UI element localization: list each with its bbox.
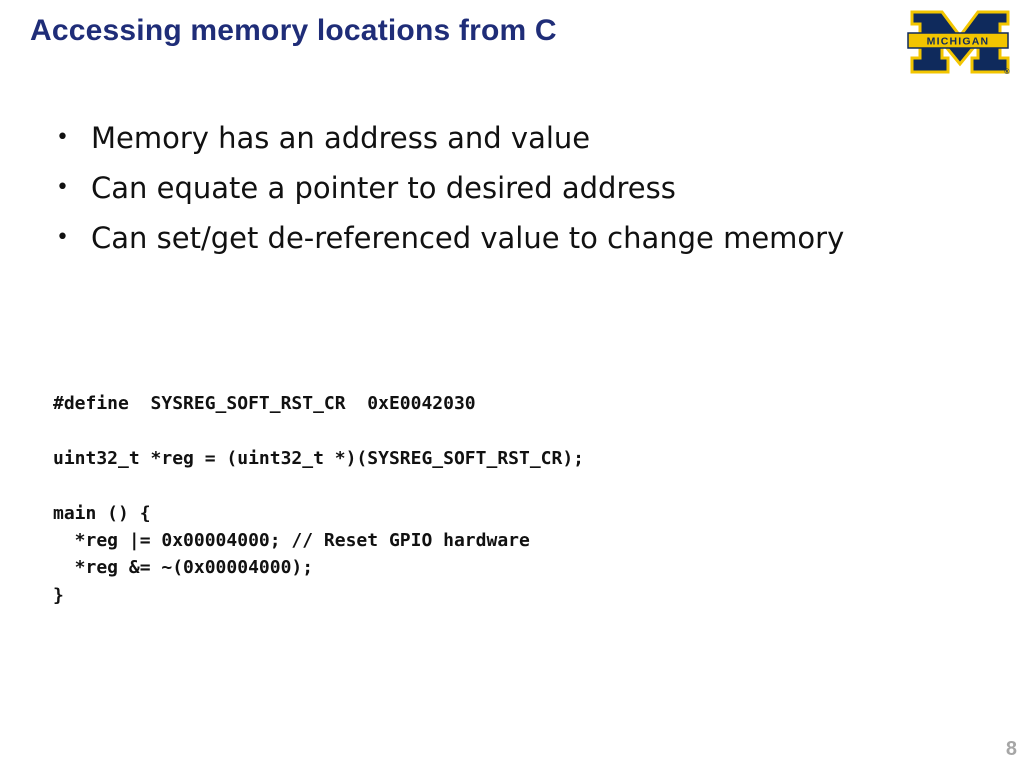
code-line [53,417,584,444]
bullet-item: • Can equate a pointer to desired addres… [56,166,844,216]
code-line: } [53,584,64,606]
code-line: *reg |= 0x00004000; // Reset GPIO hardwa… [53,529,530,551]
code-line: main () { [53,502,151,524]
logo-text: MICHIGAN [927,36,990,48]
bullet-symbol: • [56,175,69,200]
bullet-symbol: • [56,125,69,150]
page-number: 8 [1005,738,1017,760]
slide-title: Accessing memory locations from C [30,14,557,47]
bullet-text: Can set/get de-referenced value to chang… [91,221,845,255]
bullet-item: • Can set/get de-referenced value to cha… [56,216,844,266]
code-block: #define SYSREG_SOFT_RST_CR 0xE0042030 ui… [53,390,584,609]
registered-mark: ® [1004,68,1010,76]
bullet-symbol: • [56,225,69,250]
bullet-list: • Memory has an address and value • Can … [56,116,844,266]
michigan-logo: MICHIGAN ® [907,10,1010,76]
bullet-item: • Memory has an address and value [56,116,844,166]
code-line: #define SYSREG_SOFT_RST_CR 0xE0042030 [53,393,476,414]
code-line: uint32_t *reg = (uint32_t *)(SYSREG_SOFT… [53,447,585,469]
code-line [53,472,584,499]
bullet-text: Can equate a pointer to desired address [91,171,676,205]
logo-banner [907,32,1009,49]
bullet-text: Memory has an address and value [91,121,591,155]
code-line: *reg &= ~(0x00004000); [53,557,314,579]
